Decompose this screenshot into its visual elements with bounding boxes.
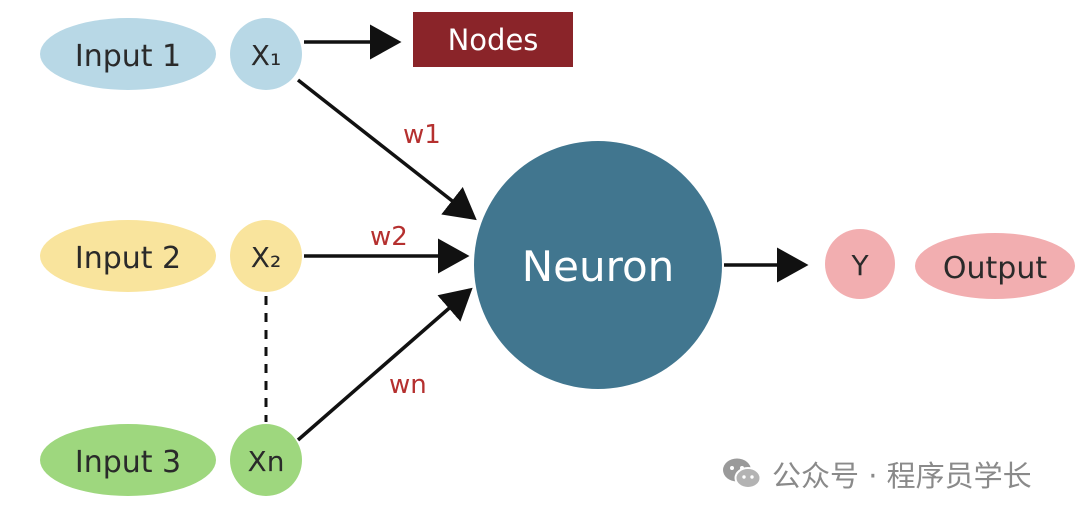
x1-circle <box>230 18 302 90</box>
input-3-label: Input 3 <box>75 445 181 480</box>
nodes-label: Nodes <box>448 23 539 57</box>
output-label: Output <box>943 251 1047 286</box>
xn-circle <box>230 424 302 496</box>
wn-arrow <box>296 287 473 442</box>
x2-label: X₂ <box>251 241 281 274</box>
wechat-icon <box>723 458 762 489</box>
watermark-text: 公众号 · 程序员学长 <box>772 459 1032 493</box>
w1-arrow <box>296 78 477 221</box>
w1-label: w1 <box>403 120 441 150</box>
y-label: Y <box>850 249 869 282</box>
x2-circle <box>230 220 302 292</box>
input-1-ellipse <box>40 18 216 90</box>
input-1-label: Input 1 <box>75 39 181 74</box>
input-2-label: Input 2 <box>75 241 181 276</box>
y-circle <box>825 229 895 299</box>
w2-label: w2 <box>370 222 408 252</box>
input-2-ellipse <box>40 220 216 292</box>
neuron-label: Neuron <box>522 242 675 291</box>
nodes-box <box>413 12 573 67</box>
xn-label: Xn <box>248 445 285 478</box>
neuron-circle <box>474 141 722 389</box>
x1-label: X₁ <box>251 39 281 72</box>
watermark: 公众号 · 程序员学长 <box>722 452 1032 496</box>
input-3-ellipse <box>40 424 216 496</box>
wn-label: wn <box>389 370 427 400</box>
output-ellipse <box>915 233 1075 299</box>
